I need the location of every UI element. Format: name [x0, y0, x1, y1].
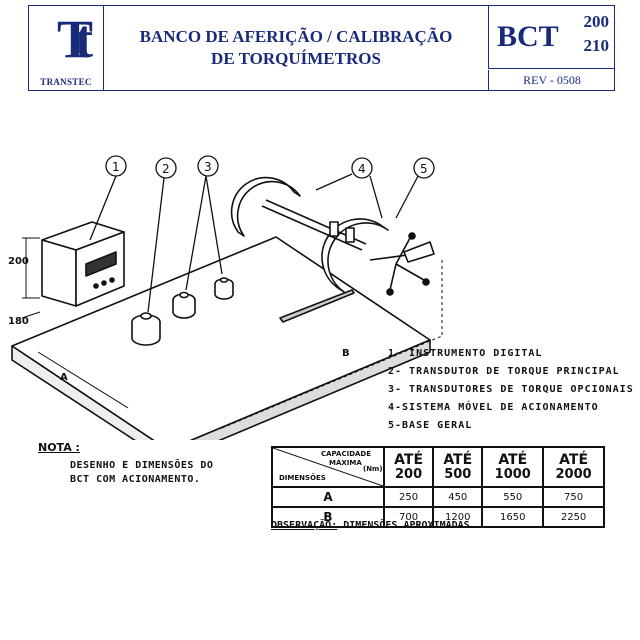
dimension-a-label: A: [60, 372, 68, 383]
table-cell: 1650: [481, 506, 545, 528]
model-number-2: 210: [583, 36, 610, 55]
callout-1: 1: [89, 155, 127, 241]
dimension-b-label: B: [342, 348, 350, 359]
table-cell: 1200: [432, 506, 484, 528]
legend-item-4: 4-SISTEMA MÓVEL DE ACIONAMENTO: [388, 402, 599, 413]
callout-3: 3: [185, 155, 223, 291]
title-line-1: BANCO DE AFERIÇÃO / CALIBRAÇÃO: [139, 27, 453, 46]
instrument-display: [85, 251, 117, 277]
table-row: B 700 1200 1650 2250: [271, 506, 605, 528]
svg-text:1: 1: [112, 160, 120, 174]
table-corner-header: CAPACIDADE MÁXIMA (Nm) DIMENSÕES: [271, 446, 385, 488]
depth-dimension-line: [21, 311, 41, 319]
document-title: BANCO DE AFERIÇÃO / CALIBRAÇÃO DE TORQUÍ…: [105, 6, 487, 90]
legend-item-3: 3- TRANSDUTORES DE TORQUE OPCIONAIS: [388, 384, 634, 395]
table-cell: 450: [432, 486, 484, 508]
row-label-b: B: [271, 506, 385, 528]
note-line-2: BCT COM ACIONAMENTO.: [70, 474, 201, 485]
callout-4: 4: [315, 157, 383, 219]
note-title: NOTA :: [38, 441, 80, 454]
header-unit: (Nm): [363, 465, 383, 473]
optional-transducer-2: [214, 277, 234, 300]
callout-5: 5: [395, 157, 435, 219]
dimension-a-line: [37, 351, 129, 409]
table-cell: 700: [382, 506, 435, 528]
logo-mark: Tt: [57, 9, 93, 69]
dimension-b-line: [221, 335, 443, 429]
svg-text:2: 2: [162, 162, 170, 176]
logo-name: TRANSTEC: [40, 77, 92, 87]
bench-drawing: 200 180 A B 1 2 3 4: [8, 155, 443, 440]
observation-label: OBSERVAÇÃO:: [271, 520, 338, 531]
dimension-180-label: 180: [8, 316, 29, 327]
header-maxima: MÁXIMA: [329, 459, 362, 467]
observation-text: DIMENSÕES APROXIMADAS: [337, 520, 470, 531]
model-code: BCT: [497, 20, 559, 53]
dimension-200-label: 200: [8, 256, 29, 267]
svg-text:3: 3: [204, 160, 212, 174]
table-cell: 750: [542, 486, 605, 508]
svg-text:4: 4: [358, 162, 366, 176]
optional-transducer-1: [172, 291, 196, 319]
table-cell: 2250: [542, 506, 605, 528]
revision-label: REV - 0508: [488, 70, 615, 90]
table-cell: 250: [382, 486, 435, 508]
rail-slot: [279, 289, 355, 323]
digital-instrument: [41, 221, 125, 307]
row-label-a: A: [271, 486, 385, 508]
table-cell: 550: [481, 486, 545, 508]
legend-item-5: 5-BASE GERAL: [388, 420, 473, 431]
table-row: A 250 450 550 750: [271, 486, 605, 508]
legend-item-2: 2- TRANSDUTOR DE TORQUE PRINCIPAL: [388, 366, 620, 377]
base-plate-front: [11, 345, 155, 440]
title-block: Tt TRANSTEC BANCO DE AFERIÇÃO / CALIBRAÇ…: [28, 5, 615, 91]
main-transducer: [131, 312, 161, 346]
title-line-2: DE TORQUÍMETROS: [211, 49, 381, 68]
header-capacidade: CAPACIDADE: [321, 450, 372, 458]
header-dimensoes: DIMENSÕES: [279, 474, 326, 482]
legend-item-1: 1- INSTRUMENTO DIGITAL: [388, 348, 543, 359]
moving-actuation-system: [230, 176, 435, 296]
model-code-box: BCT 200 210: [488, 6, 615, 69]
base-plate-side: [189, 339, 431, 440]
model-number-1: 200: [583, 12, 610, 31]
callout-2: 2: [147, 157, 177, 313]
note-line-1: DESENHO E DIMENSÕES DO: [70, 460, 214, 471]
svg-text:5: 5: [420, 162, 428, 176]
company-logo: Tt TRANSTEC: [29, 6, 104, 90]
observation-note: OBSERVAÇÃO: DIMENSÕES APROXIMADAS: [271, 520, 470, 531]
